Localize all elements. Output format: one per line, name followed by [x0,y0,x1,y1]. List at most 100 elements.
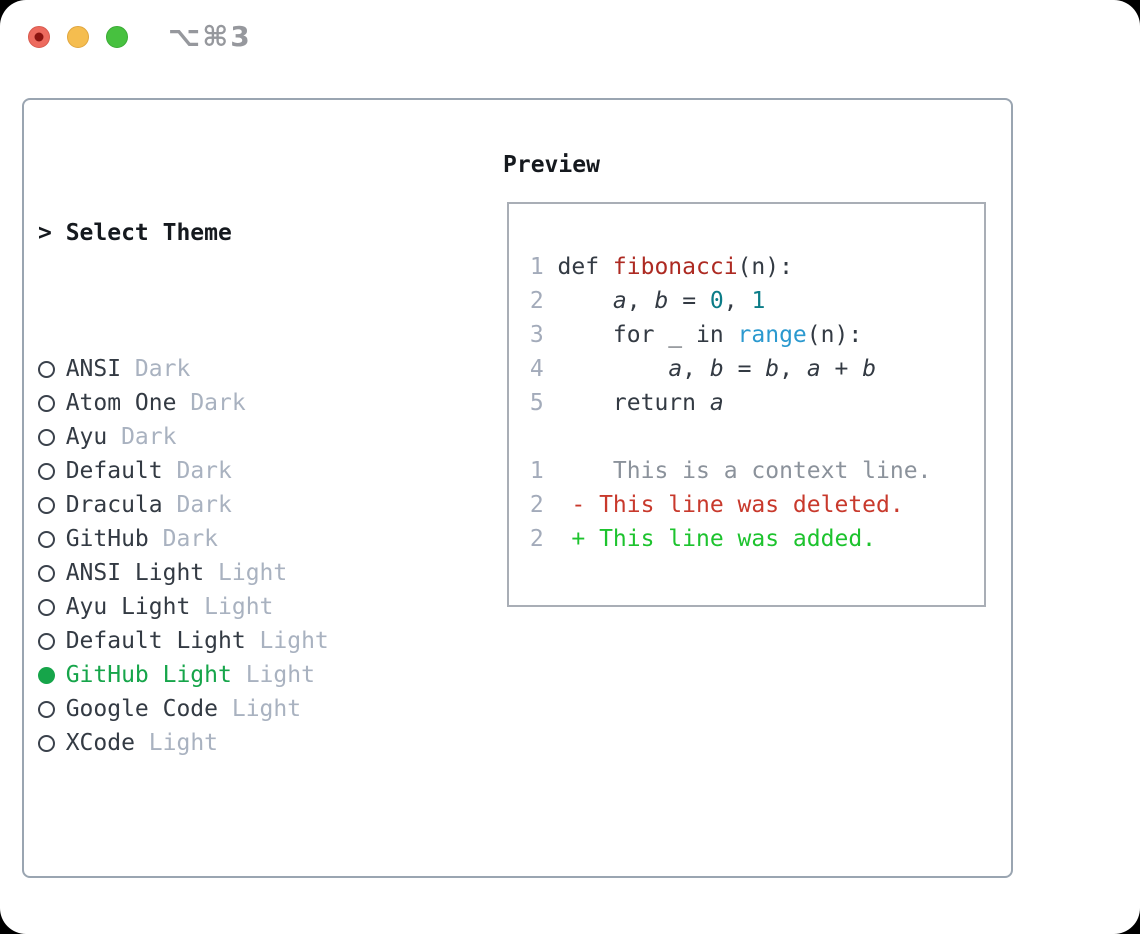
close-button[interactable] [28,26,50,48]
radio-gutter [38,462,66,480]
theme-option-ayu[interactable]: Ayu Dark [38,420,426,454]
code-token: a [668,356,683,382]
select-theme-header: > Select Theme [38,216,426,250]
theme-name: GitHub [65,526,149,552]
code-token: 1 [751,288,766,314]
radio-gutter [38,496,66,514]
radio-gutter [38,360,66,378]
theme-name: Ayu [65,424,108,450]
line-content: for _ in range(n): [558,318,862,352]
code-token: , [626,288,655,314]
preview-header: Preview [503,152,600,178]
theme-name: Ayu Light [65,594,191,620]
zoom-button[interactable] [106,26,128,48]
radio-icon [38,428,55,446]
radio-icon [38,564,55,582]
theme-name: Default Light [65,628,246,654]
line-content: return a [558,386,724,420]
titlebar [28,26,128,48]
code-token: b [709,356,724,382]
select-theme-label: Select Theme [65,220,232,246]
code-token: fibonacci [612,254,738,280]
line-number: 3 [529,322,544,348]
theme-name: ANSI [65,356,122,382]
theme-variant-tag: Dark [121,424,177,450]
code-token: def [557,254,613,280]
code-token: This is a context line. [557,458,932,484]
line-number: 5 [529,390,544,416]
radio-gutter [38,394,66,412]
radio-gutter [38,564,66,582]
theme-name: Default [65,458,163,484]
code-token: b [654,288,669,314]
code-token: + This line was added. [557,526,877,552]
radio-icon [38,700,55,718]
radio-gutter [38,700,66,718]
code-token: b [765,356,780,382]
line-number: 2 [529,526,544,552]
radio-icon [38,598,55,616]
code-line: 3 for _ in range(n): [516,318,931,352]
code-token [558,288,613,314]
line-number: 2 [529,492,544,518]
code-line: 4 a, b = b, a + b [516,352,931,386]
theme-variant-tag: Dark [176,492,232,518]
radio-gutter [38,530,66,548]
diff-block: 1 This is a context line.2 - This line w… [516,454,932,556]
line-content: def fibonacci(n): [558,250,793,284]
code-line: 5 return a [516,386,931,420]
theme-name: XCode [65,730,135,756]
line-number: 4 [529,356,544,382]
minimize-button[interactable] [67,26,89,48]
theme-variant-tag: Dark [176,458,232,484]
code-token: a [612,288,627,314]
theme-variant-tag: Light [148,730,219,756]
prompt-icon: > [38,220,52,246]
code-token: = [723,356,766,382]
code-token: - This line was deleted. [557,492,904,518]
line-content: This is a context line. [558,454,932,488]
theme-option-default-light[interactable]: Default Light Light [38,624,426,658]
line-content: a, b = b, a + b [558,352,876,386]
line-content: - This line was deleted. [557,488,904,522]
code-token: , [779,356,807,382]
code-line: 1 def fibonacci(n): [516,250,931,284]
code-token: a [806,356,821,382]
window-title: ⌥⌘3 [168,20,252,53]
code-token: 0 [709,288,724,314]
spacer [38,862,426,896]
radio-icon [38,360,55,378]
theme-variant-tag: Light [218,560,288,586]
theme-option-ansi[interactable]: ANSI Dark [38,352,426,386]
radio-gutter [38,428,66,446]
code-token: a [709,390,724,416]
diff-line: 2 + This line was added. [516,522,931,556]
radio-icon [38,394,55,412]
code-token: + [820,356,863,382]
radio-icon [38,734,55,752]
code-token: return [557,390,710,416]
theme-name: Atom One [65,390,177,416]
radio-selected-icon [38,666,55,684]
radio-gutter [38,632,66,650]
theme-variant-tag: Light [204,594,274,620]
theme-variant-tag: Dark [134,356,191,382]
theme-variant-tag: Light [259,628,329,654]
theme-option-ayu-light[interactable]: Ayu Light Light [38,590,426,624]
theme-name: GitHub Light [65,662,232,688]
theme-option-default[interactable]: Default Dark [38,454,426,488]
line-number: 1 [529,254,544,280]
line-content: a, b = 0, 1 [558,284,766,318]
theme-option-xcode[interactable]: XCode Light [38,726,426,760]
